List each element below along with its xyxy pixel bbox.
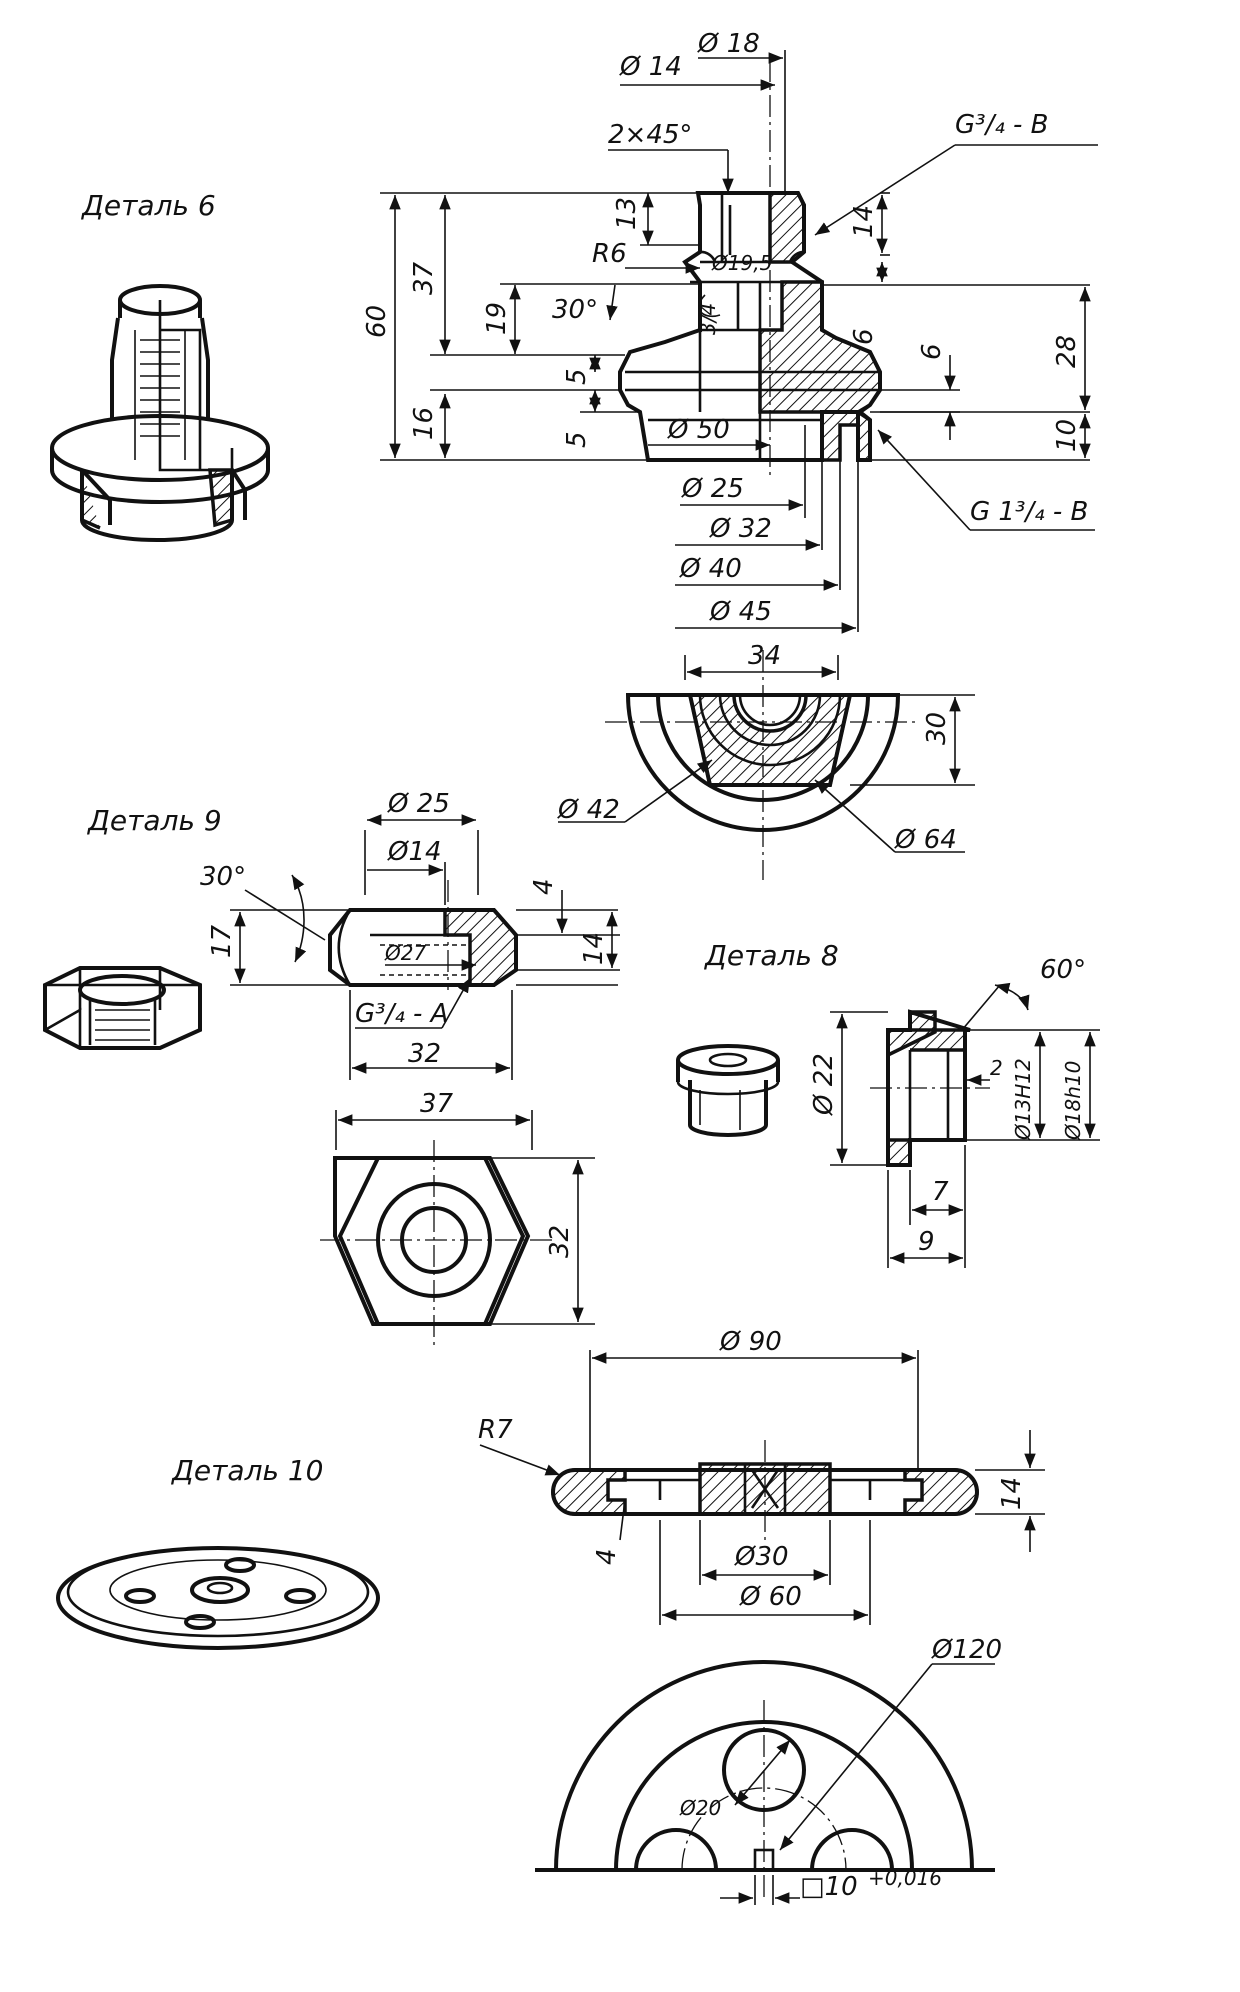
dim-6-d45: Ø 45 (709, 597, 772, 627)
part-9: Деталь 9 Ø 25 Ø14 30° (43, 789, 620, 1345)
part-6: Деталь 6 (50, 29, 1098, 880)
dim-6-h5a: 5 (562, 368, 592, 385)
dim-10-d120: Ø120 (931, 1635, 1002, 1665)
dim-6-d50: Ø 50 (667, 415, 730, 445)
dim-6-a30: 30° (552, 295, 598, 325)
part-6-section: 60 37 16 19 5 5 13 14 6 (362, 29, 1098, 634)
dim-9-h14: 14 (579, 932, 609, 965)
dim-10-h4: 4 (592, 1548, 622, 1565)
dim-6-h37: 37 (409, 261, 439, 295)
part-9-section: Ø 25 Ø14 30° 17 4 14 Ø27 G³/₄ - A (200, 789, 620, 1080)
dim-6-h30: 30 (922, 712, 952, 745)
dim-8-d18: Ø18h10 (1061, 1061, 1085, 1141)
dim-10-d20: Ø20 (679, 1796, 721, 1820)
part-10-isometric (56, 1546, 380, 1650)
dim-10-h14: 14 (997, 1477, 1027, 1510)
dim-6-h6b: 6 (917, 343, 947, 360)
dim-6-r6: R6 (592, 239, 627, 269)
dim-6-d40: Ø 40 (679, 554, 742, 584)
part-8-isometric (676, 1044, 780, 1137)
dim-6-h5b: 5 (562, 431, 592, 448)
dim-10-sq: □10 (800, 1872, 858, 1902)
dim-9-h17: 17 (207, 924, 237, 958)
dim-6-h28: 28 (1052, 335, 1082, 368)
dim-6-h16: 16 (409, 407, 439, 440)
dim-9-d14: Ø14 (387, 837, 442, 867)
dim-9-h4: 4 (529, 878, 559, 895)
dim-10-tol: +0,016 (868, 1866, 942, 1890)
part-9-title: Деталь 9 (86, 804, 222, 837)
dim-9-w37: 37 (420, 1089, 454, 1119)
part-8-section: Ø 22 60° 2 Ø13H12 Ø18h10 7 9 (809, 955, 1100, 1268)
dim-10-d90: Ø 90 (719, 1327, 782, 1357)
dim-6-thread-top: G³/₄ - B (955, 110, 1049, 140)
dim-6-t34: 3/4 (696, 303, 720, 335)
dim-8-h2: 2 (990, 1056, 1003, 1080)
dim-6-w34: 34 (748, 641, 781, 671)
part-8-title: Деталь 8 (703, 939, 839, 972)
dim-9-d25: Ø 25 (387, 789, 450, 819)
dim-6-chamfer: 2×45° (608, 120, 692, 150)
dim-10-d60: Ø 60 (739, 1582, 802, 1612)
dim-6-h10: 10 (1052, 419, 1082, 452)
dim-6-h13: 13 (612, 197, 642, 230)
part-6-isometric (50, 284, 270, 542)
dim-6-d32: Ø 32 (709, 514, 772, 544)
dim-6-d25: Ø 25 (681, 474, 744, 504)
dim-6-d42: Ø 42 (557, 795, 620, 825)
dim-8-d22: Ø 22 (809, 1053, 839, 1116)
part-8: Деталь 8 Ø 22 60° 2 (676, 939, 1100, 1268)
dim-6-d195: Ø19,5 (711, 251, 772, 275)
dim-6-d18: Ø 18 (697, 29, 760, 59)
dim-6-thread-bot: G 1³/₄ - B (970, 497, 1088, 527)
dim-9-d27: Ø27 (384, 941, 426, 965)
part-10-plan: Ø120 Ø20 □10 +0,016 (535, 1635, 1002, 1905)
dim-10-d30: Ø30 (734, 1542, 789, 1572)
dim-8-d13: Ø13H12 (1011, 1058, 1035, 1141)
part-6-plan: 34 30 Ø 42 Ø 64 (557, 641, 975, 880)
part-9-isometric (43, 966, 202, 1050)
dim-6-h19: 19 (482, 302, 512, 335)
dim-10-r7: R7 (478, 1415, 513, 1445)
part-10: Деталь 10 Ø 90 R7 (56, 1327, 1045, 1905)
dim-9-a30: 30° (200, 862, 246, 892)
dim-8-a60: 60° (1040, 955, 1086, 985)
dim-6-h6a: 6 (849, 328, 879, 345)
part-10-section: Ø 90 R7 14 4 Ø30 Ø 60 (478, 1327, 1045, 1625)
dim-8-w9: 9 (918, 1227, 935, 1257)
dim-6-d64: Ø 64 (894, 825, 957, 855)
dim-9-w32: 32 (408, 1039, 441, 1069)
dim-9-h32: 32 (545, 1225, 575, 1258)
dim-6-h60: 60 (362, 305, 392, 338)
dim-9-thread: G³/₄ - A (355, 999, 448, 1029)
part-10-title: Деталь 10 (170, 1454, 324, 1487)
dim-8-w7: 7 (932, 1177, 949, 1207)
dim-6-d14: Ø 14 (619, 52, 682, 82)
part-9-plan: 37 32 (320, 1089, 595, 1345)
part-6-title: Деталь 6 (80, 189, 216, 222)
